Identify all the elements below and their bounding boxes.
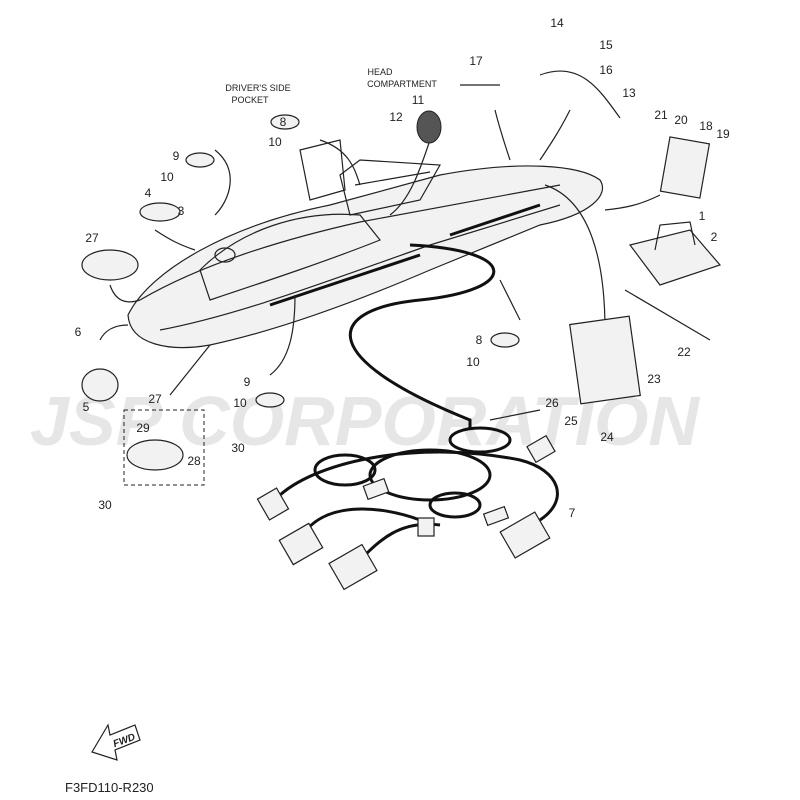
callout: 27 — [148, 392, 162, 406]
callout: 30 — [98, 498, 112, 512]
callout: 15 — [599, 38, 613, 52]
callout: 1 — [699, 209, 706, 223]
callout: 10 — [466, 355, 480, 369]
callout: 8 — [476, 333, 483, 347]
callout: 12 — [389, 110, 403, 124]
callout: 26 — [545, 396, 559, 410]
callout: 28 — [187, 454, 201, 468]
leader-lines — [99, 109, 661, 421]
caption-head-compartment-2: COMPARTMENT — [367, 79, 437, 89]
callout: 29 — [136, 421, 150, 435]
callout: 7 — [569, 506, 576, 520]
callout: 10 — [233, 396, 247, 410]
callout: 23 — [647, 372, 661, 386]
callout: 14 — [550, 16, 564, 30]
callout: 24 — [600, 430, 614, 444]
fwd-arrow-icon: FWD — [91, 723, 141, 761]
boat-hull — [127, 139, 603, 349]
callout: 17 — [469, 54, 483, 68]
wire-harness — [256, 243, 559, 591]
callouts: 14 15 16 17 13 11 12 8 10 9 10 4 3 27 21… — [75, 16, 730, 520]
callout: 8 — [280, 115, 287, 129]
callout: 4 — [145, 186, 152, 200]
callout: 6 — [75, 325, 82, 339]
diagram-code: F3FD110-R230 — [65, 780, 154, 795]
callout: 30 — [231, 441, 245, 455]
callout: 22 — [677, 345, 691, 359]
callout: 10 — [268, 135, 282, 149]
caption-drivers-side-pocket-2: POCKET — [231, 95, 269, 105]
caption-head-compartment-1: HEAD — [367, 67, 393, 77]
callout: 25 — [564, 414, 578, 428]
callout: 9 — [173, 149, 180, 163]
callout: 27 — [85, 231, 99, 245]
callout: 13 — [622, 86, 636, 100]
callout: 18 — [699, 119, 713, 133]
callout: 9 — [244, 375, 251, 389]
callout: 2 — [711, 230, 718, 244]
callout: 3 — [178, 204, 185, 218]
callout: 19 — [716, 127, 730, 141]
callout: 20 — [674, 113, 688, 127]
components — [81, 70, 722, 486]
callout: 21 — [654, 108, 668, 122]
callout: 5 — [83, 400, 90, 414]
callout: 16 — [599, 63, 613, 77]
callout: 10 — [160, 170, 174, 184]
caption-drivers-side-pocket-1: DRIVER'S SIDE — [225, 83, 290, 93]
callout: 11 — [412, 93, 425, 107]
